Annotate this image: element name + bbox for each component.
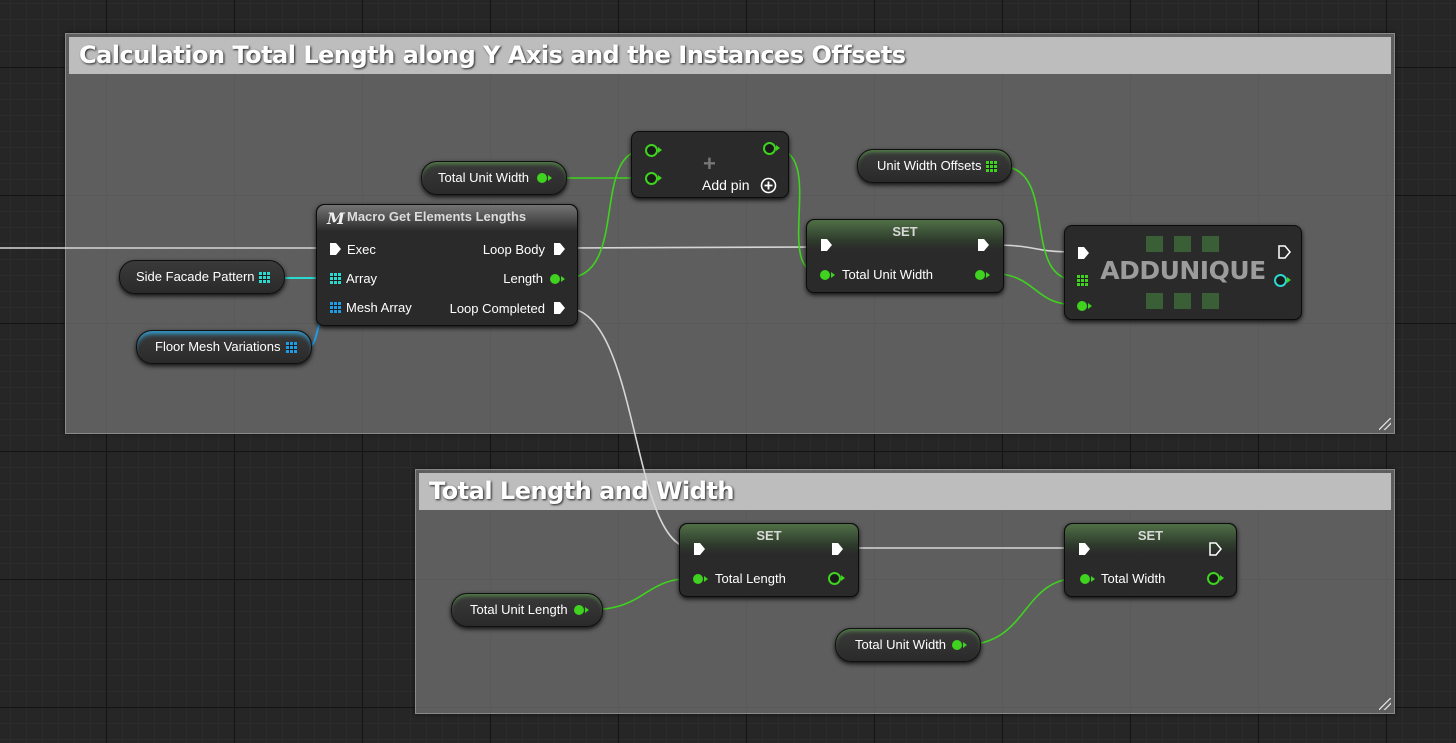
- macro-icon: M: [327, 209, 345, 228]
- decor-square: [1146, 236, 1163, 252]
- pin-label-length: Length: [503, 271, 543, 286]
- resize-grip-icon[interactable]: [1379, 418, 1391, 430]
- float-output-pin-icon[interactable]: [1207, 572, 1224, 585]
- float-pin-icon[interactable]: [574, 605, 589, 615]
- decor-square: [1146, 293, 1163, 309]
- set-total-unit-width-node[interactable]: SET Total Unit Width: [806, 219, 1004, 293]
- pin-label-total-length: Total Length: [715, 571, 786, 586]
- variable-label: Floor Mesh Variations: [155, 339, 281, 354]
- add-pin-label[interactable]: Add pin: [702, 177, 750, 193]
- add-node[interactable]: + Add pin: [631, 131, 789, 198]
- pin-label-loop-body: Loop Body: [482, 242, 545, 257]
- node-header: M Macro Get Elements Lengths: [317, 205, 577, 231]
- exec-input-pin-icon[interactable]: [1077, 246, 1090, 260]
- decor-square: [1202, 236, 1219, 252]
- float-array-pin-icon[interactable]: [986, 161, 997, 172]
- variable-getter-unit-width-offsets[interactable]: Unit Width Offsets: [857, 149, 1012, 183]
- float-input-pin-icon[interactable]: [1080, 574, 1095, 584]
- add-unique-node[interactable]: ADDUNIQUE: [1064, 225, 1302, 320]
- macro-get-elements-lengths-node[interactable]: M Macro Get Elements Lengths Exec Array …: [316, 204, 578, 326]
- variable-getter-total-unit-width[interactable]: Total Unit Width: [421, 161, 567, 195]
- variable-label: Unit Width Offsets: [877, 158, 982, 173]
- data-wire-offsets-to-addunique: [999, 165, 1077, 281]
- decor-square: [1174, 236, 1191, 252]
- int-output-pin-icon[interactable]: [1274, 274, 1291, 287]
- data-wire-unit-width-to-set: [962, 577, 1081, 646]
- float-output-pin-icon[interactable]: [975, 270, 990, 280]
- new-item-pin-icon[interactable]: [1077, 301, 1092, 311]
- variable-getter-side-facade-pattern[interactable]: Side Facade Pattern: [119, 260, 285, 294]
- node-header: SET: [807, 220, 1003, 250]
- set-total-length-node[interactable]: SET Total Length: [679, 523, 859, 597]
- exec-output-pin-icon[interactable]: [1209, 542, 1222, 556]
- exec-wire-loopbody-to-set: [565, 246, 821, 249]
- array-input-pin-icon[interactable]: [330, 273, 341, 284]
- exec-wire-loopcompleted-to-set: [565, 307, 693, 549]
- exec-output-pin-icon[interactable]: [1278, 245, 1291, 259]
- exec-input-pin-icon[interactable]: [329, 242, 342, 256]
- float-pin-icon[interactable]: [952, 640, 967, 650]
- add-pin-plus-icon[interactable]: [760, 177, 777, 194]
- variable-getter-total-unit-width-2[interactable]: Total Unit Width: [835, 628, 981, 662]
- variable-getter-total-unit-length[interactable]: Total Unit Length: [451, 593, 603, 627]
- float-output-pin-icon[interactable]: [828, 572, 845, 585]
- target-array-pin-icon[interactable]: [1077, 275, 1088, 286]
- exec-input-pin-icon[interactable]: [820, 238, 833, 252]
- comment-title[interactable]: Calculation Total Length along Y Axis an…: [69, 37, 1391, 74]
- exec-output-pin-icon[interactable]: [977, 238, 990, 252]
- structure-array-pin-icon[interactable]: [259, 272, 270, 283]
- exec-output-pin-icon[interactable]: [553, 301, 566, 315]
- exec-input-pin-icon[interactable]: [1078, 542, 1091, 556]
- pin-label-array: Array: [346, 271, 378, 286]
- length-output-pin-icon[interactable]: [550, 274, 565, 284]
- exec-output-pin-icon[interactable]: [553, 242, 566, 256]
- pin-label-loop-completed: Loop Completed: [449, 301, 545, 316]
- add-input-pin-b-icon[interactable]: [645, 172, 662, 185]
- variable-label: Total Unit Width: [438, 170, 530, 185]
- variable-label: Total Unit Width: [855, 637, 947, 652]
- node-title: ADDUNIQUE: [1100, 256, 1266, 285]
- node-header: SET: [680, 524, 858, 554]
- node-title: Macro Get Elements Lengths: [347, 209, 527, 224]
- exec-output-pin-icon[interactable]: [831, 542, 844, 556]
- variable-getter-floor-mesh-variations[interactable]: Floor Mesh Variations: [136, 330, 312, 364]
- pin-label-mesh-array: Mesh Array: [346, 300, 412, 315]
- add-operator-icon: +: [703, 151, 716, 176]
- variable-label: Side Facade Pattern: [136, 269, 255, 284]
- pin-label-exec: Exec: [347, 242, 376, 257]
- comment-title[interactable]: Total Length and Width: [419, 473, 1391, 510]
- float-input-pin-icon[interactable]: [820, 270, 835, 280]
- exec-input-pin-icon[interactable]: [693, 542, 706, 556]
- mesh-array-input-pin-icon[interactable]: [330, 302, 341, 313]
- pin-label-total-unit-width: Total Unit Width: [842, 267, 934, 282]
- float-input-pin-icon[interactable]: [693, 574, 708, 584]
- add-input-pin-a-icon[interactable]: [645, 144, 662, 157]
- node-header: SET: [1065, 524, 1236, 554]
- decor-square: [1202, 293, 1219, 309]
- object-array-pin-icon[interactable]: [286, 342, 297, 353]
- set-total-width-node[interactable]: SET Total Width: [1064, 523, 1237, 597]
- pin-label-total-width: Total Width: [1101, 571, 1166, 586]
- data-wire-length-to-add: [565, 149, 646, 279]
- resize-grip-icon[interactable]: [1379, 698, 1391, 710]
- variable-label: Total Unit Length: [470, 602, 568, 617]
- float-pin-icon[interactable]: [537, 173, 552, 183]
- decor-square: [1174, 293, 1191, 309]
- add-output-pin-icon[interactable]: [763, 142, 780, 155]
- comment-box-total-length-width[interactable]: Total Length and Width: [415, 469, 1395, 714]
